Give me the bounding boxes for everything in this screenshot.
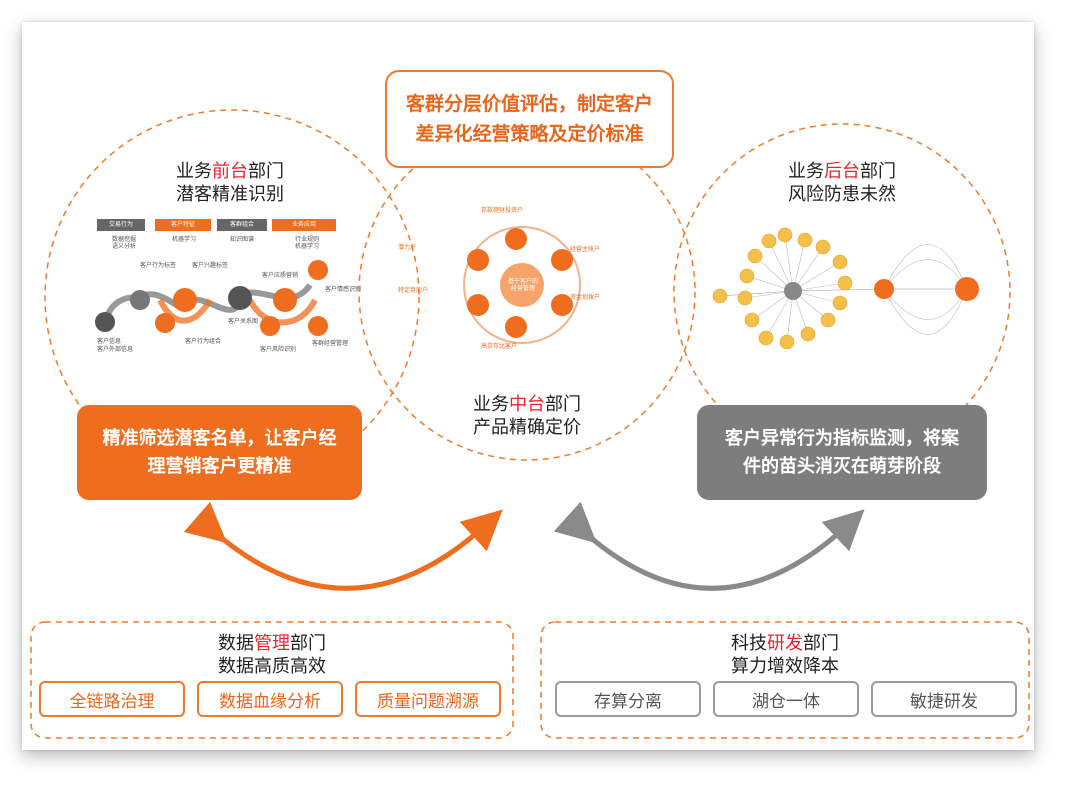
front-header-4: 业务应用 [272,219,336,231]
back-hub-node [784,282,802,300]
top-value-box: 客群分层价值评估，制定客户 差异化经营策略及定价标准 [385,70,674,168]
pill-quality-tracing: 质量问题溯源 [355,681,501,717]
front-item-6: 客户应质营销 [262,272,299,279]
front-col1-a: 数据挖掘 [112,236,137,243]
pill-data-lineage: 数据血缘分析 [197,681,343,717]
middle-seg-2: 经营主账户 [570,246,601,253]
front-item-2: 客户信息 [97,338,122,345]
front-item-4: 客户兴趣标签 [192,262,229,269]
front-result-box: 精准筛选潜客名单，让客户经 理营销客户更精准 [77,405,362,500]
front-col2-a: 机器学习 [172,236,197,243]
front-header-2: 客户特征 [155,219,211,231]
middle-title: 业务中台部门 产品精确定价 [473,394,581,438]
back-box-line2: 件的苗头消灭在萌芽阶段 [743,455,941,477]
middle-seg-3: 资金划拨户 [570,294,601,301]
middle-center-label: 基于客户的经营管理 [507,278,538,292]
front-header-3: 客群组合 [217,219,267,231]
back-person-node-1 [874,279,894,299]
middle-circle [358,123,696,461]
pill-agile-dev: 敏捷研发 [871,681,1017,717]
front-title: 业务前台部门 潜客精准识别 [176,161,284,205]
middle-mini-diagram [463,226,581,344]
back-nodes [712,227,853,350]
data-mgmt-frame [30,621,514,739]
data-mgmt-title: 数据管理部门 数据高质高效 [218,633,326,677]
front-item-8: 客户风险识别 [260,346,297,353]
orange-arrow [183,501,503,591]
front-col4-b: 机器学习 [295,243,320,250]
front-col1-b: 语义分析 [112,243,137,250]
middle-seg-5: 特定目的户 [398,287,429,294]
front-item-7: 客户情感识别 [325,286,362,293]
front-item-9: 客群经营管理 [312,340,349,347]
front-mini-diagram [95,260,328,336]
front-item-5: 客户行为组合 [185,338,222,345]
front-item-1: 客户行为标签 [140,262,177,269]
front-item-10: 客户关系图 [228,318,259,325]
front-box-line1: 精准筛选潜客名单，让客户经 [102,427,337,449]
front-col3-a: 知识图谱 [230,236,255,243]
back-result-box: 客户异常行为指标监测，将案 件的苗头消灭在萌芽阶段 [697,405,987,500]
front-header-1: 交易行为 [97,219,145,231]
middle-seg-4: 高贷存比客户 [481,343,518,350]
front-circle [44,109,420,485]
back-person-node-2 [955,277,979,301]
tech-title: 科技研发部门 算力增效降本 [731,633,839,677]
pill-lakehouse: 湖仓一体 [713,681,859,717]
back-box-line1: 客户异常行为指标监测，将案 [725,427,959,449]
middle-seg-6: 潜力户 [398,244,417,251]
front-item-3: 客户外部信息 [97,346,134,353]
pill-storage-compute: 存算分离 [555,681,701,717]
back-circle [673,123,1011,461]
gray-arrow [553,501,865,591]
pill-full-chain-governance: 全链路治理 [39,681,185,717]
top-box-line2: 差异化经营策略及定价标准 [415,123,644,145]
top-box-line1: 客群分层价值评估，制定客户 [405,93,653,115]
front-col4-a: 行业规则 [295,236,320,243]
front-box-line2: 理营销客户更精准 [147,455,292,477]
middle-seg-1: 存款理财投资户 [481,207,524,214]
back-title: 业务后台部门 风险防患未然 [788,161,896,205]
